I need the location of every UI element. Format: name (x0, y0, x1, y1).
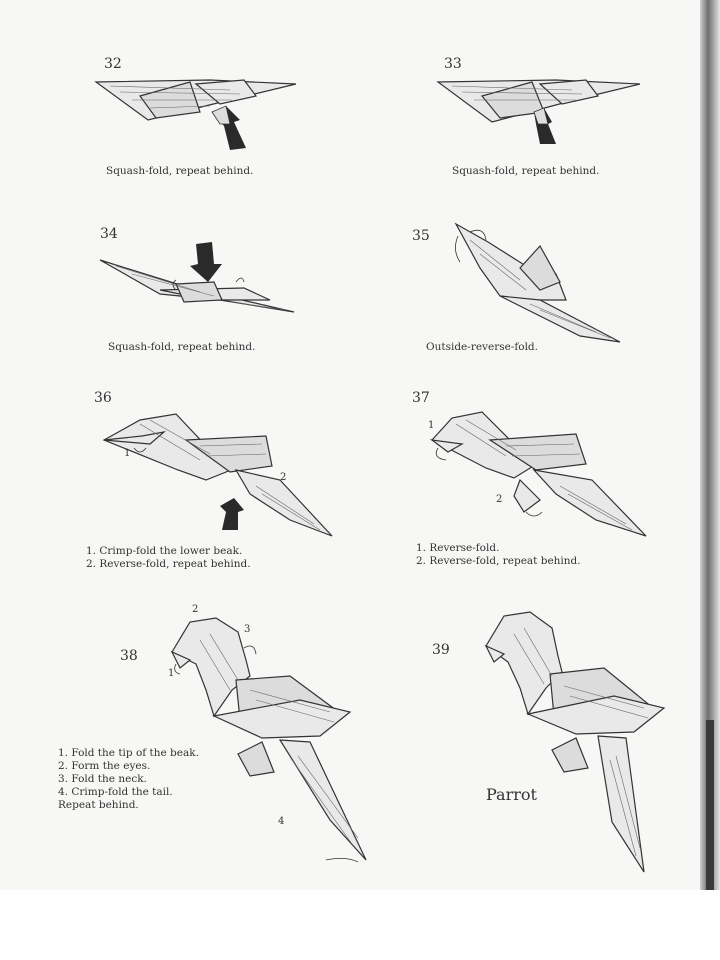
fold-diagram-39 (484, 611, 666, 873)
step-number: 39 (432, 642, 450, 658)
fold-diagram-33 (436, 79, 641, 144)
binding-shadow (706, 720, 714, 890)
model-name: Parrot (486, 785, 537, 804)
fold-marker: 1 (428, 420, 435, 431)
instruction-line: Repeat behind. (58, 799, 139, 811)
instruction-line: 3. Fold the neck. (58, 773, 147, 785)
fold-marker: 2 (496, 494, 503, 505)
fold-diagram-32 (94, 79, 297, 150)
fold-diagram-37 (429, 411, 647, 537)
step-caption: Outside-reverse-fold. (426, 341, 538, 353)
instruction-line: 2. Reverse-fold, repeat behind. (416, 555, 581, 567)
step-number: 37 (412, 390, 430, 406)
step-instructions: 1. Crimp-fold the lower beak. 2. Reverse… (86, 545, 251, 571)
fold-marker: 1 (124, 448, 131, 459)
fold-marker: 2 (280, 472, 287, 483)
instruction-line: 2. Reverse-fold, repeat behind. (86, 558, 251, 570)
step-number: 35 (412, 228, 430, 244)
step-number: 33 (444, 56, 462, 72)
fold-marker: 1 (168, 668, 175, 679)
instruction-line: 1. Crimp-fold the lower beak. (86, 545, 243, 557)
step-number: 32 (104, 56, 122, 72)
fold-diagram-38 (170, 617, 367, 863)
step-instructions: 1. Reverse-fold. 2. Reverse-fold, repeat… (416, 542, 581, 568)
instruction-line: 4. Crimp-fold the tail. (58, 786, 173, 798)
book-binding (700, 0, 720, 890)
book-page: 32 Squash-fold, repeat behind. 33 (58, 56, 666, 873)
step-instructions: 1. Fold the tip of the beak. 2. Form the… (58, 747, 199, 812)
step-caption: Squash-fold, repeat behind. (108, 341, 256, 353)
step-caption: Squash-fold, repeat behind. (106, 165, 254, 177)
fold-marker: 2 (192, 604, 199, 615)
fold-diagram-36 (102, 413, 333, 537)
step-number: 36 (94, 390, 112, 406)
instruction-line: 2. Form the eyes. (58, 760, 151, 772)
blank-margin (0, 890, 720, 960)
fold-diagram-35 (454, 222, 621, 343)
step-number: 38 (120, 648, 138, 664)
step-number: 34 (100, 226, 118, 242)
instruction-line: 1. Reverse-fold. (416, 542, 500, 554)
fold-diagram-34 (99, 242, 295, 313)
instruction-line: 1. Fold the tip of the beak. (58, 747, 199, 759)
step-caption: Squash-fold, repeat behind. (452, 165, 600, 177)
fold-marker: 4 (278, 816, 285, 827)
fold-marker: 3 (244, 624, 251, 635)
